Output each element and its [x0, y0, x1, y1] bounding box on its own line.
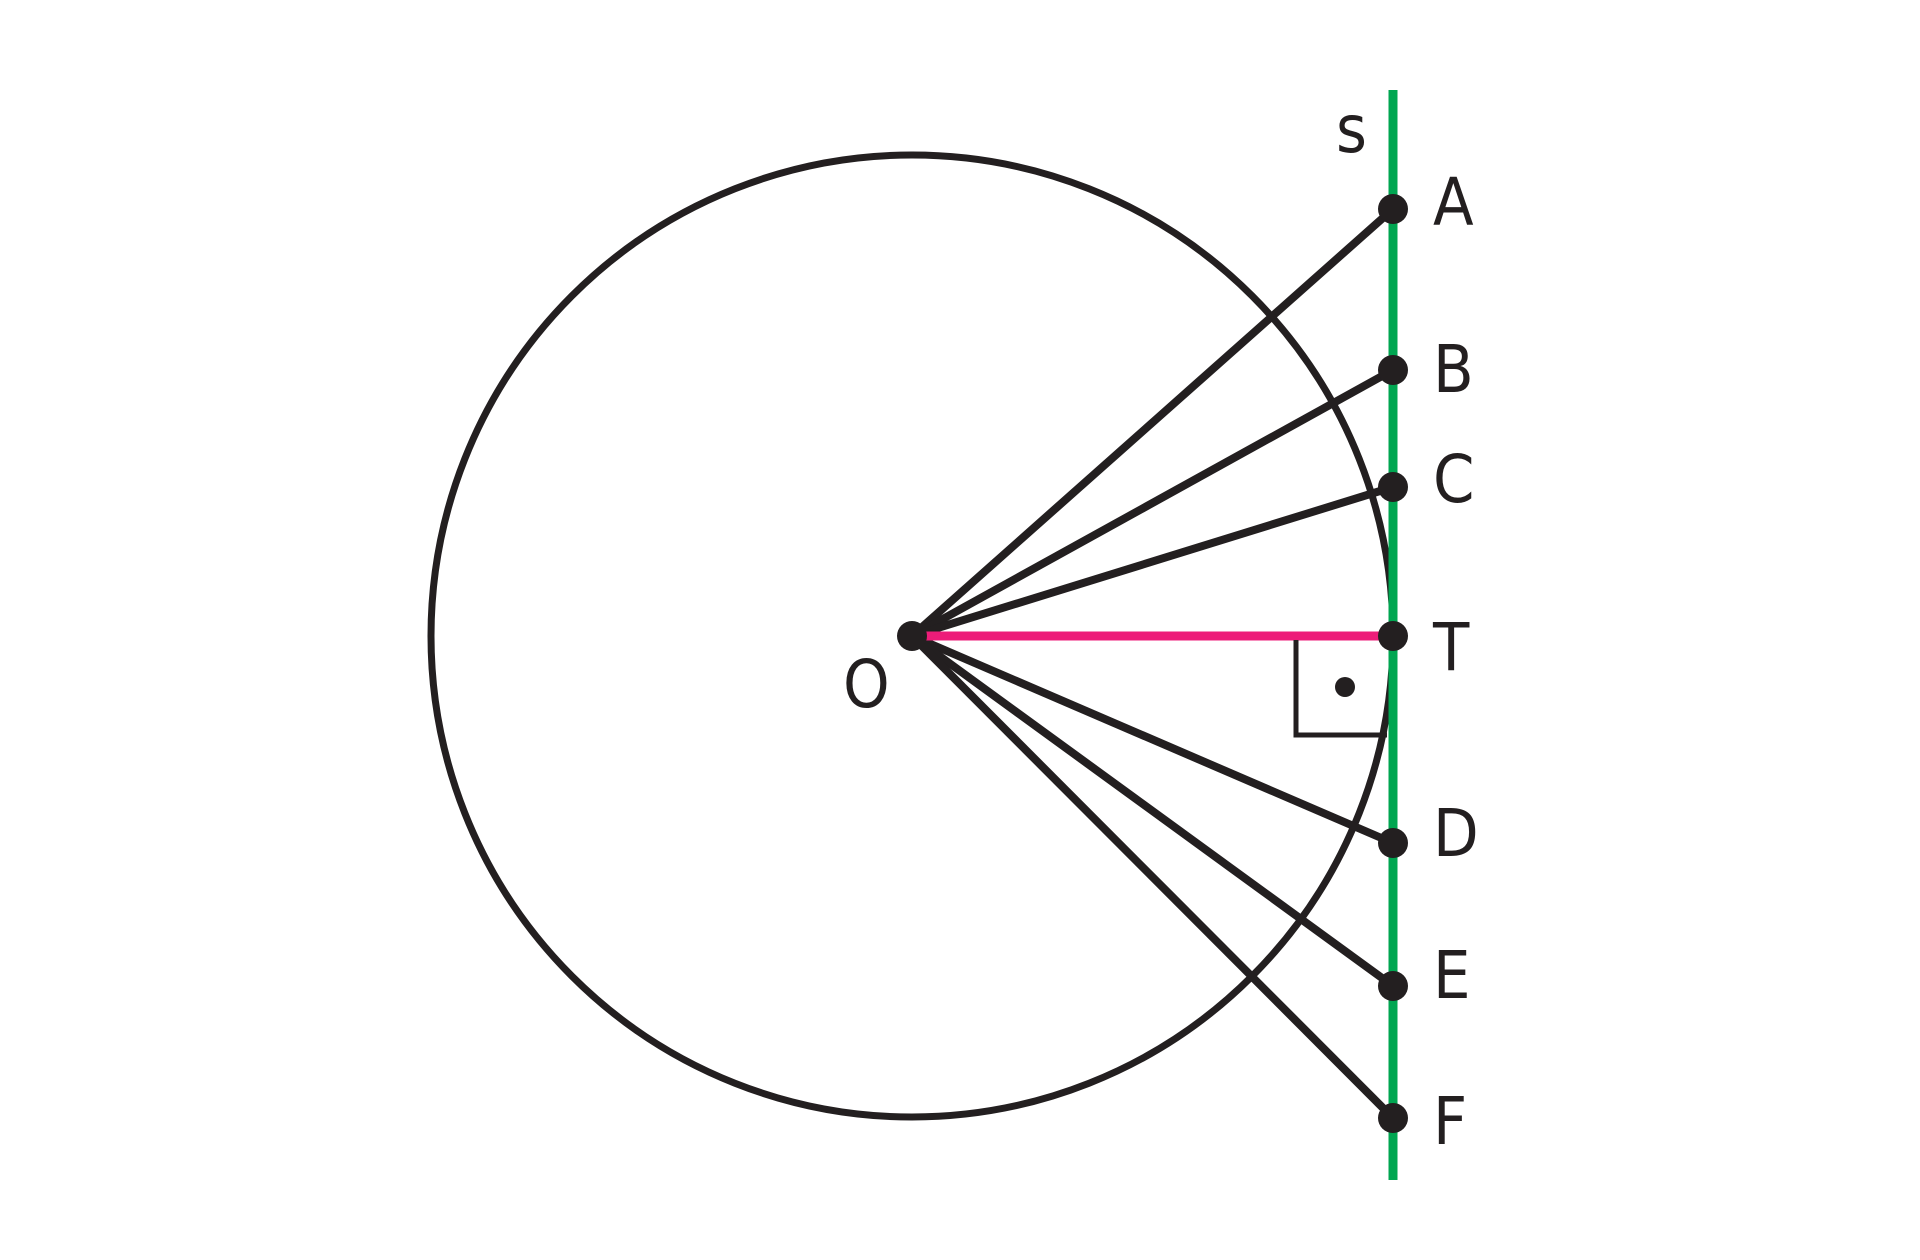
label-d: D [1433, 795, 1479, 872]
label-a: A [1433, 164, 1474, 241]
label-s: s [1336, 91, 1367, 168]
segment-of [909, 633, 1396, 1121]
point-f [1378, 1103, 1408, 1133]
label-o: O [843, 646, 890, 723]
point-t [1378, 621, 1408, 651]
label-e: E [1433, 937, 1471, 1014]
segment-oc [910, 483, 1395, 640]
label-t: T [1432, 609, 1470, 686]
right-angle-dot [1335, 677, 1355, 697]
label-b: B [1433, 331, 1474, 408]
segment-ob [910, 366, 1395, 640]
point-c [1378, 472, 1408, 502]
segment-oe [909, 632, 1396, 990]
point-a [1378, 194, 1408, 224]
segment-od [910, 632, 1395, 847]
label-f: F [1433, 1083, 1467, 1160]
point-b [1378, 355, 1408, 385]
point-e [1378, 971, 1408, 1001]
segment-oa [909, 206, 1396, 639]
point-o [897, 621, 927, 651]
label-c: C [1433, 441, 1474, 518]
right-angle-mark [1293, 640, 1387, 738]
point-d [1378, 828, 1408, 858]
